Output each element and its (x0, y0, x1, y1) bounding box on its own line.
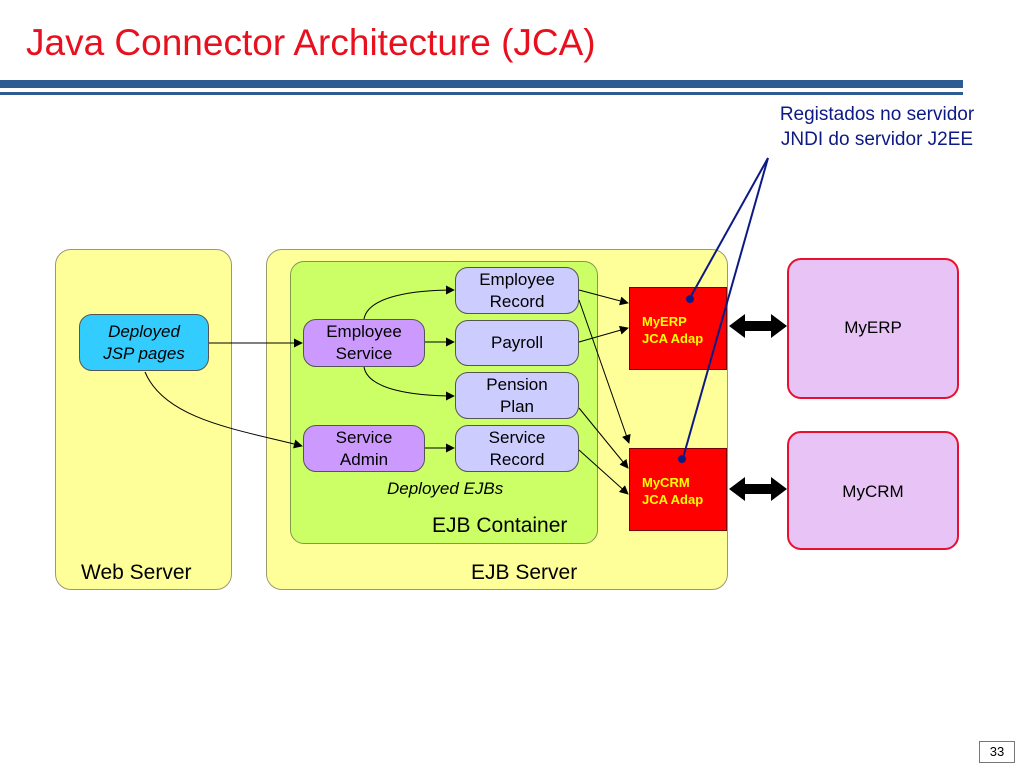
title-rule-thick (0, 80, 963, 88)
jsp-line2: JSP pages (103, 343, 185, 363)
mycrm-adapter-line1: MyCRM (642, 475, 690, 490)
service-record-node: Service Record (455, 425, 579, 472)
employee-service-line1: Employee (326, 322, 402, 341)
arrow-service-record-to-mycrm-adapter (578, 449, 629, 495)
myerp-jca-adapter: MyERP JCA Adap (629, 287, 727, 370)
employee-service-node: Employee Service (303, 319, 425, 367)
myerp-adapter-line1: MyERP (642, 314, 687, 329)
arrow-employee-service-to-employee-record (363, 285, 455, 320)
pension-plan-line2: Plan (499, 396, 535, 416)
payroll-node: Payroll (455, 320, 579, 366)
mycrm-adapter-line2: JCA Adap (642, 492, 704, 507)
arrow-jsp-to-service-admin (144, 371, 303, 449)
mycrm-system-box: MyCRM (787, 431, 959, 550)
title-rule-thin (0, 92, 963, 95)
pension-plan-line1: Pension (486, 374, 548, 394)
callout-dot-myerp (686, 295, 694, 303)
ejb-server-label: EJB Server (471, 561, 578, 584)
service-admin-line2: Admin (339, 449, 389, 469)
jsp-line1: Deployed (108, 321, 180, 341)
mycrm-system-label: MyCRM (842, 482, 904, 501)
arrow-employee-service-to-pension-plan (363, 366, 455, 401)
jndi-note: Registados no servidor JNDI do servidor … (752, 102, 1002, 152)
jndi-note-line2: JNDI do servidor J2EE (780, 129, 974, 150)
double-arrow-mycrm (729, 477, 787, 501)
slide-title: Java Connector Architecture (JCA) (26, 22, 596, 63)
arrow-employee-record-to-myerp-adapter (578, 289, 629, 306)
employee-service-line2: Service (335, 344, 393, 363)
callout-dot-mycrm (678, 455, 686, 463)
myerp-system-box: MyERP (787, 258, 959, 399)
page-number: 33 (979, 741, 1015, 763)
service-admin-node: Service Admin (303, 425, 425, 472)
jndi-note-line1: Registados no servidor (779, 104, 975, 125)
employee-record-line1: Employee (479, 269, 555, 289)
web-server-label: Web Server (81, 561, 192, 584)
callout-line-myerp (689, 157, 769, 299)
employee-record-line2: Record (489, 291, 545, 311)
double-arrow-myerp (729, 314, 787, 338)
arrow-employee-record-to-mycrm-adapter (578, 299, 631, 444)
service-record-line2: Record (489, 449, 545, 469)
pension-plan-node: Pension Plan (455, 372, 579, 419)
arrow-payroll-to-myerp-adapter (578, 325, 629, 343)
payroll-label: Payroll (491, 333, 543, 352)
myerp-adapter-line2: JCA Adap (642, 331, 704, 346)
service-record-line1: Service (488, 427, 546, 447)
deployed-jsp-pages-node: Deployed JSP pages (79, 314, 209, 371)
employee-record-node: Employee Record (455, 267, 579, 314)
arrow-pension-plan-to-mycrm-adapter (578, 407, 629, 469)
mycrm-jca-adapter: MyCRM JCA Adap (629, 448, 727, 531)
service-admin-line1: Service (335, 427, 393, 447)
callout-line-mycrm (682, 157, 769, 459)
ejb-container-label: EJB Container (432, 514, 568, 537)
myerp-system-label: MyERP (844, 318, 902, 337)
deployed-ejbs-caption: Deployed EJBs (387, 479, 504, 498)
